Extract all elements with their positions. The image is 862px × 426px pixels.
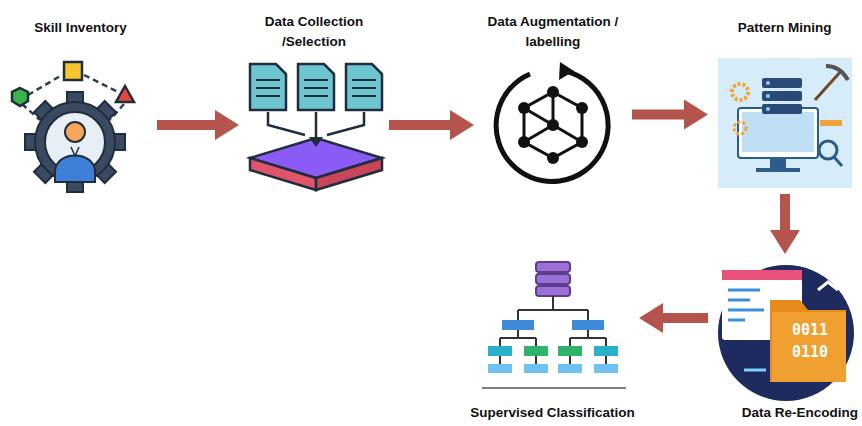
step-heading: Skill Inventory	[8, 18, 153, 38]
pattern-mining-icon	[718, 58, 852, 188]
flow-arrow	[639, 303, 708, 333]
data-collection-icon	[250, 64, 382, 190]
augmentation-icon	[496, 62, 608, 181]
process-step: Data Re-Encoding	[712, 258, 858, 424]
flow-arrow	[389, 110, 474, 140]
process-step: Pattern Mining	[712, 18, 857, 190]
step-heading: Supervised Classification	[470, 403, 635, 423]
step-heading: Pattern Mining	[712, 18, 857, 38]
binary-digits: 0110	[792, 344, 828, 361]
flow-arrow	[157, 110, 239, 140]
skill-inventory-icon	[12, 62, 134, 192]
classification-icon	[482, 262, 626, 388]
step-heading: Data Re-Encoding	[712, 403, 858, 423]
binary-digits: 0011	[792, 322, 828, 339]
re-encoding-icon	[718, 265, 854, 401]
process-step: Data Augmentation / labelling	[478, 12, 628, 190]
step-heading: Data Collection /Selection	[249, 12, 379, 52]
process-step: Skill Inventory	[8, 18, 153, 190]
step-heading: Data Augmentation / labelling	[478, 12, 628, 52]
process-step: Supervised Classification	[470, 250, 635, 424]
flow-arrow	[770, 194, 800, 254]
process-step: Data Collection /Selection	[243, 12, 385, 190]
flow-arrow	[632, 100, 708, 130]
